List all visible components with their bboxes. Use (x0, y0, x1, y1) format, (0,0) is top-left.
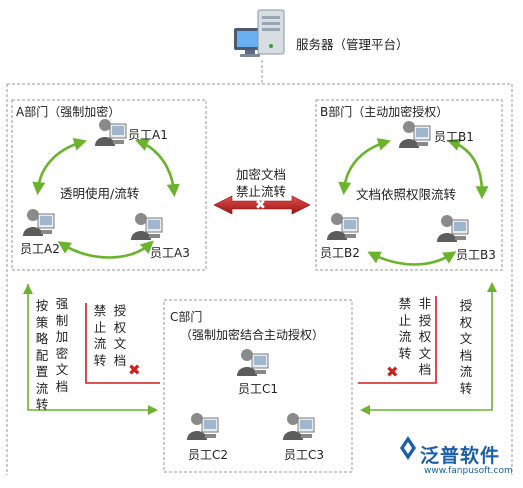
dept-b-center-label: 文档依照权限流转 (356, 187, 457, 202)
user-a2-label: 员工A2 (20, 242, 60, 256)
dept-b-arrow-left (338, 138, 391, 196)
right-forbidden-x-icon: ✖ (386, 363, 399, 381)
left-forbid-text-1: 禁止流转 (93, 303, 107, 368)
user-computer-icon (187, 413, 219, 440)
dept-a-box (11, 99, 207, 271)
user-computer-icon (437, 215, 469, 242)
left-flow-line (27, 284, 150, 411)
forbidden-double-arrow (213, 195, 311, 215)
user-computer-icon (283, 413, 315, 440)
user-b3-label: 员工B3 (456, 248, 496, 262)
dept-b-arrow-right (447, 138, 489, 200)
right-flow-arrowhead-left (360, 405, 370, 415)
right-forbid-text-2: 非授权文档 (418, 296, 432, 377)
server-label: 服务器（管理平台） (296, 37, 409, 52)
left-flow-text-2: 强制加密文档 (55, 296, 69, 394)
user-computer-icon (131, 213, 163, 240)
right-flow-text: 授权文档流转 (459, 298, 473, 396)
user-c1-label: 员工C1 (238, 382, 279, 396)
left-flow-arrowhead-up (23, 284, 33, 294)
user-computer-icon (23, 209, 55, 236)
user-c3-label: 员工C3 (284, 448, 325, 462)
user-b2-label: 员工B2 (320, 246, 360, 260)
dept-b-arrow-bottom (367, 251, 457, 266)
dept-b-box (315, 99, 503, 271)
dept-a-title: A部门（强制加密） (16, 105, 121, 119)
left-forbid-text-2: 授权文档 (113, 303, 127, 368)
user-computer-icon (399, 121, 431, 148)
dept-a-arrow-left (32, 137, 87, 196)
right-forbid-text-1: 禁止流转 (398, 296, 412, 361)
user-a3-label: 员工A3 (150, 246, 190, 260)
left-flow-arrowhead-right (148, 405, 158, 415)
user-computer-icon (327, 213, 359, 240)
dept-a-arrow-right (135, 138, 180, 198)
user-b1-label: 员工B1 (434, 130, 474, 144)
user-computer-icon (237, 349, 269, 376)
logo-mark-icon (400, 436, 416, 460)
dept-b-title: B部门（主动加密授权） (320, 105, 449, 119)
right-flow-arrowhead-up (487, 282, 497, 292)
between-ab-line2: 禁止流转 (236, 184, 287, 199)
server-computer-icon (234, 9, 285, 57)
right-flow-line (364, 284, 493, 411)
user-a1-label: 员工A1 (128, 128, 168, 142)
user-c2-label: 员工C2 (188, 448, 229, 462)
left-forbid-line (85, 303, 160, 384)
logo-name: 泛普软件 (420, 445, 501, 467)
dept-c-title: C部门 (170, 310, 203, 324)
left-forbidden-x-icon: ✖ (128, 361, 141, 379)
forbidden-x-icon: ✖ (255, 198, 266, 213)
dept-a-center-label: 透明使用/流转 (60, 186, 140, 201)
right-forbid-line (358, 296, 437, 384)
left-flow-text-1: 按策略配置流转 (35, 298, 49, 412)
outer-frame (6, 83, 513, 475)
logo-url: www.fanpusoft.com (424, 466, 513, 476)
dept-c-subtitle: （强制加密结合主动授权） (180, 328, 325, 342)
user-computer-icon (95, 119, 127, 146)
between-ab-line1: 加密文档 (236, 167, 287, 182)
dept-a-arrow-bottom (57, 240, 154, 259)
